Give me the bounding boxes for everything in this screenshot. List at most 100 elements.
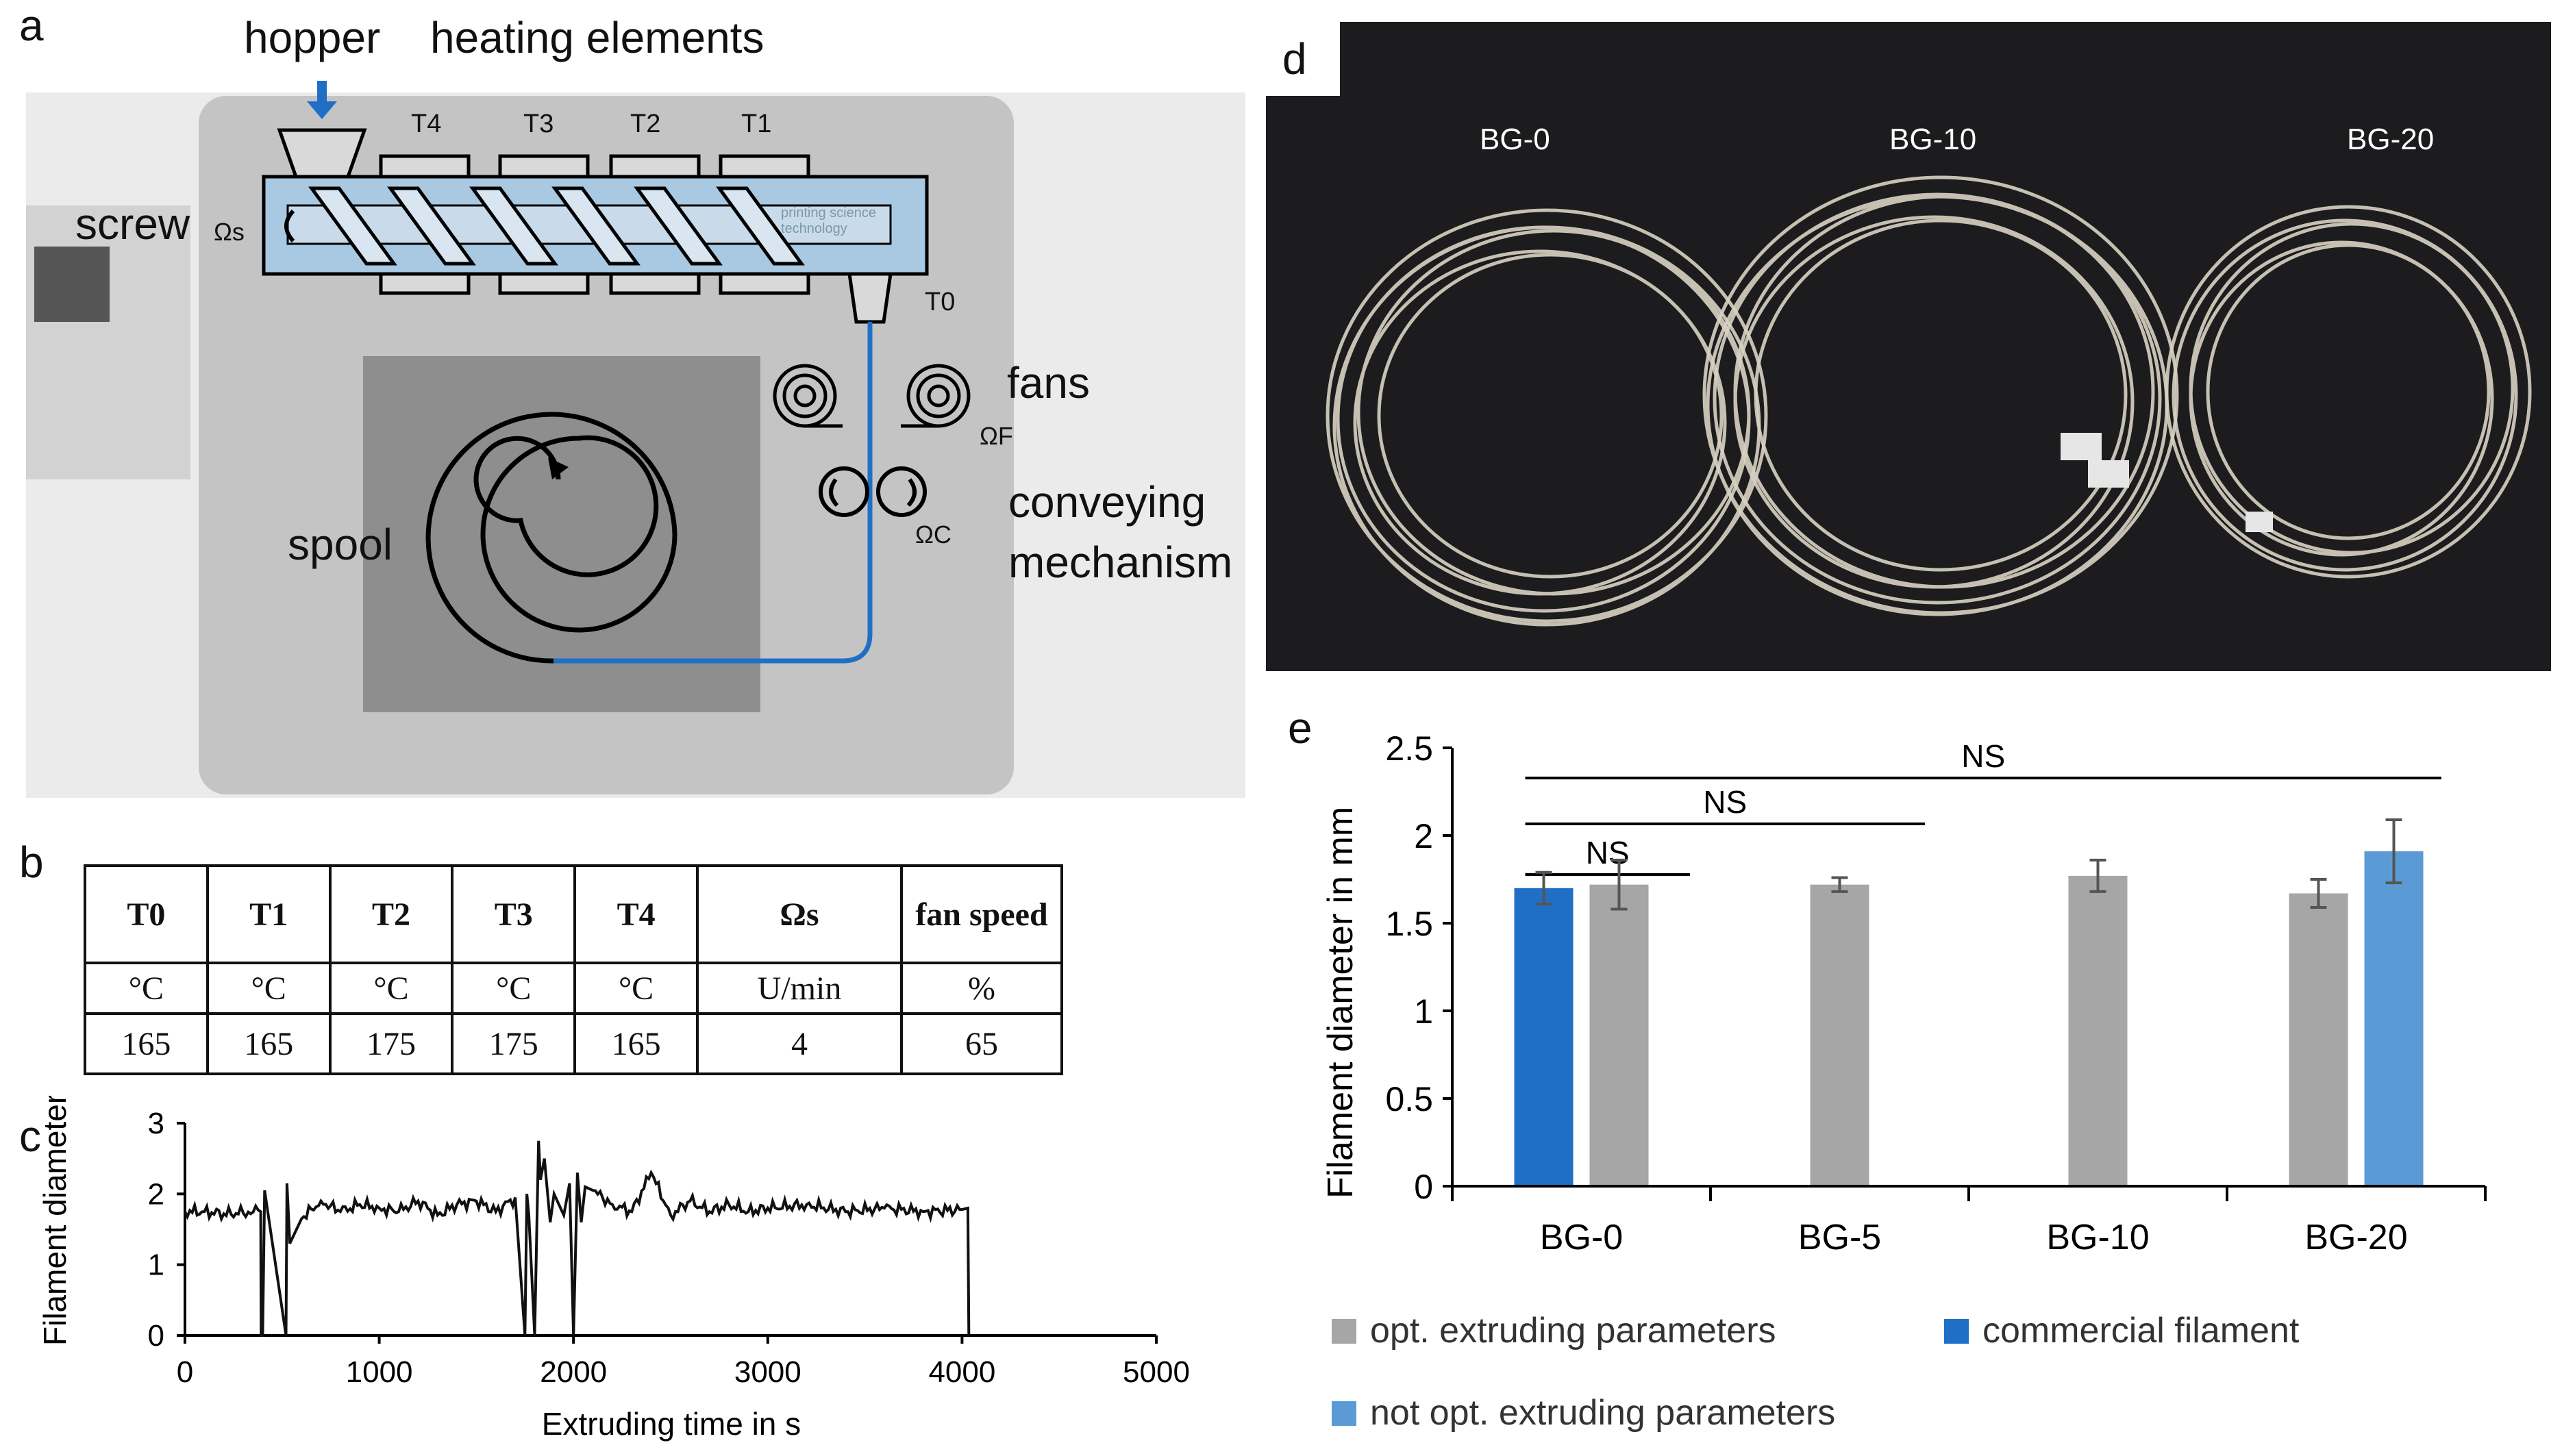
- table-header-cell: T2: [328, 864, 454, 964]
- legend-swatch: [1332, 1401, 1356, 1426]
- table-header-cell: T0: [84, 864, 209, 964]
- hopper-arrowhead: [307, 101, 337, 119]
- fan-right-icon: [901, 364, 971, 428]
- filament-path: [554, 322, 873, 664]
- chart-e-ytick-label: 1: [1414, 992, 1433, 1031]
- photo-dark-background: [1266, 22, 2551, 671]
- omega-s-label: Ωs: [214, 218, 245, 246]
- bar-bg-0: [1589, 884, 1649, 1186]
- heater-t3-bottom: [498, 272, 590, 295]
- chart-c-ytick-label: 0: [148, 1319, 164, 1353]
- fans-label: fans: [1007, 358, 1090, 407]
- table-header-cell: T4: [573, 864, 699, 964]
- table-unit-cell: °C: [206, 962, 332, 1015]
- filament-photo: d BG-0 BG-10 BG-20: [1266, 22, 2551, 671]
- extruder-diagram: [26, 81, 1245, 798]
- chart-c-xtick-label: 2000: [540, 1355, 607, 1389]
- watermark-text: printing science technology: [781, 205, 876, 236]
- legend-label: opt. extruding parameters: [1370, 1311, 1776, 1351]
- temp-label-t3: T3: [523, 110, 554, 138]
- table-unit-row: °C °C °C °C °C U/min %: [84, 962, 1063, 1015]
- spool-label: spool: [288, 520, 393, 569]
- control-display: [34, 247, 110, 322]
- panel-d-label-box: [1266, 22, 1340, 96]
- legend-label: commercial filament: [1982, 1311, 2300, 1351]
- screw-label: screw: [75, 199, 190, 249]
- chart-e-ytick-label: 2.5: [1385, 729, 1433, 768]
- panel-label-d: d: [1282, 34, 1307, 84]
- nozzle: [847, 272, 893, 324]
- coil-bg0: [1326, 208, 1768, 627]
- legend-swatch: [1944, 1319, 1969, 1344]
- table-header-cell: T3: [451, 864, 577, 964]
- panel-label-e: e: [1288, 703, 1313, 753]
- table-value-cell: 165: [573, 1012, 699, 1075]
- screw-rotation-icon: [284, 209, 295, 243]
- coil-tags-icon: [2061, 433, 2273, 532]
- significance-label: NS: [1586, 835, 1630, 870]
- table-header-cell: fan speed: [900, 864, 1063, 964]
- chart-c-xlabel: Extruding time in s: [542, 1406, 801, 1442]
- chart-c-xtick-label: 0: [177, 1355, 193, 1389]
- diameter-series-line: [184, 1140, 971, 1337]
- omega-f-label: ΩF: [980, 422, 1013, 450]
- table-unit-cell: °C: [573, 962, 699, 1015]
- chart-e-category-label: BG-5: [1798, 1218, 1881, 1257]
- coil-bg10: [1702, 175, 2179, 616]
- panel-label-c: c: [19, 1112, 41, 1161]
- chart-e-category-label: BG-10: [2046, 1218, 2149, 1257]
- heater-t3-top: [498, 154, 590, 179]
- chart-c-xtick-label: 1000: [346, 1355, 413, 1389]
- temp-label-t1: T1: [741, 110, 772, 138]
- significance-label: NS: [1703, 784, 1747, 820]
- table-unit-cell: °C: [451, 962, 577, 1015]
- parameters-table: T0 T1 T2 T3 T4 Ωs fan speed °C °C °C °C …: [84, 864, 1063, 1075]
- table-value-cell: 165: [84, 1012, 209, 1075]
- chart-c-ylabel: Filament diameter in mm: [37, 1096, 73, 1346]
- table-value-cell: 65: [900, 1012, 1063, 1075]
- chart-e-ytick-label: 0.5: [1385, 1080, 1433, 1118]
- hopper-shape: [277, 128, 367, 179]
- table-unit-cell: U/min: [695, 962, 904, 1015]
- heater-t4-top: [379, 154, 471, 179]
- chart-c-ytick-label: 2: [148, 1177, 164, 1211]
- table-value-cell: 4: [695, 1012, 904, 1075]
- table-unit-cell: °C: [84, 962, 209, 1015]
- chart-c-xtick-label: 5000: [1123, 1355, 1190, 1389]
- bar-bg-0: [1514, 888, 1574, 1186]
- fan-left-icon: [773, 364, 843, 428]
- bar-bg-10: [2068, 875, 2128, 1186]
- bar-bg-5: [1810, 884, 1869, 1186]
- chart-e-category-label: BG-20: [2304, 1218, 2407, 1257]
- legend-swatch: [1332, 1319, 1356, 1344]
- table-header-row: T0 T1 T2 T3 T4 Ωs fan speed: [84, 864, 1063, 964]
- chart-e-ytick-label: 0: [1414, 1168, 1433, 1206]
- heater-t1-top: [719, 154, 810, 179]
- spool-icon: [425, 412, 677, 664]
- panel-label-a: a: [19, 1, 44, 50]
- conveying-label: conveying: [1008, 477, 1206, 527]
- chart-c-ytick-label: 1: [148, 1248, 164, 1282]
- bar-bg-20: [2364, 851, 2424, 1186]
- temp-label-t4: T4: [411, 110, 442, 138]
- omega-c-label: ΩC: [915, 520, 952, 549]
- table-unit-cell: °C: [328, 962, 454, 1015]
- chart-c-ytick-label: 3: [148, 1107, 164, 1140]
- photo-label-bg20: BG-20: [2347, 123, 2434, 156]
- spool-rotation-arrowhead: [548, 457, 569, 479]
- significance-label: NS: [1961, 738, 2005, 774]
- photo-label-bg0: BG-0: [1480, 123, 1550, 156]
- table-value-cell: 175: [328, 1012, 454, 1075]
- table-value-cell: 165: [206, 1012, 332, 1075]
- table-header-cell: T1: [206, 864, 332, 964]
- heater-t1-bottom: [719, 272, 810, 295]
- chart-e-ytick-label: 1.5: [1385, 905, 1433, 943]
- temp-label-t0: T0: [925, 288, 956, 316]
- chart-e-category-label: BG-0: [1540, 1218, 1623, 1257]
- chart-c-axes: [184, 1123, 1156, 1337]
- chart-c-xtick-label: 4000: [928, 1355, 995, 1389]
- chart-e-ytick-label: 2: [1414, 817, 1433, 855]
- conveying-rollers-icon: [819, 466, 927, 517]
